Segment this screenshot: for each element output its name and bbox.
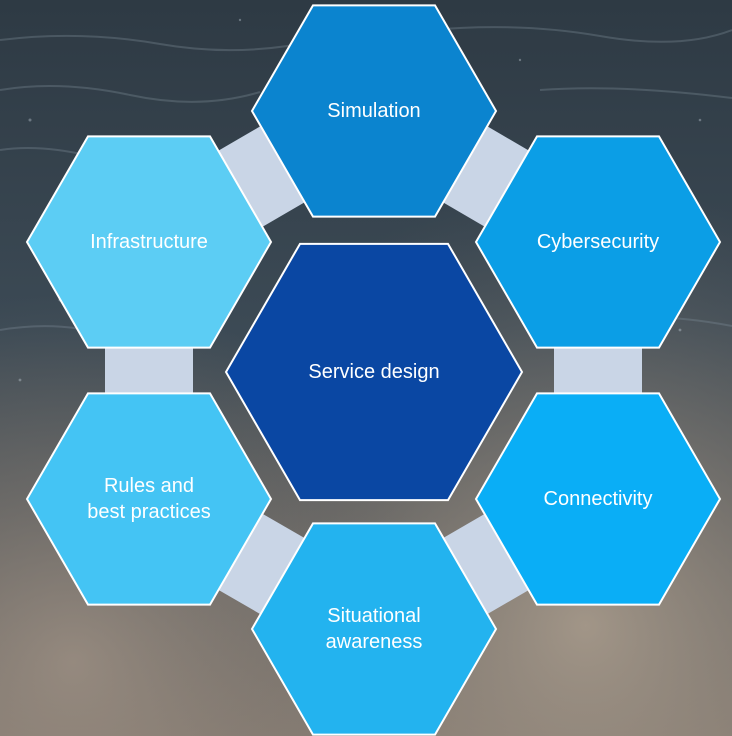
hex-label-rules: Rules and best practices: [87, 475, 211, 523]
hex-label-center: Service design: [308, 361, 440, 383]
hex-label-infrastructure: Infrastructure: [90, 231, 208, 253]
hex-label-situational-awareness: Situational awareness: [325, 605, 423, 653]
hexagon-simulation: [250, 4, 498, 218]
hex-label-cybersecurity: Cybersecurity: [536, 231, 660, 253]
hexagon-connectivity: [474, 392, 722, 606]
hexagon-situational-awareness: [250, 522, 498, 736]
hexagon-cybersecurity: [474, 135, 722, 349]
hexagon-rules: [25, 392, 273, 606]
hexagon-service-design: [224, 242, 524, 502]
hex-label-connectivity: Connectivity: [543, 488, 653, 510]
hexagon-group: [25, 4, 722, 736]
hexagon-infrastructure: [25, 135, 273, 349]
hex-label-simulation: Simulation: [327, 100, 421, 122]
